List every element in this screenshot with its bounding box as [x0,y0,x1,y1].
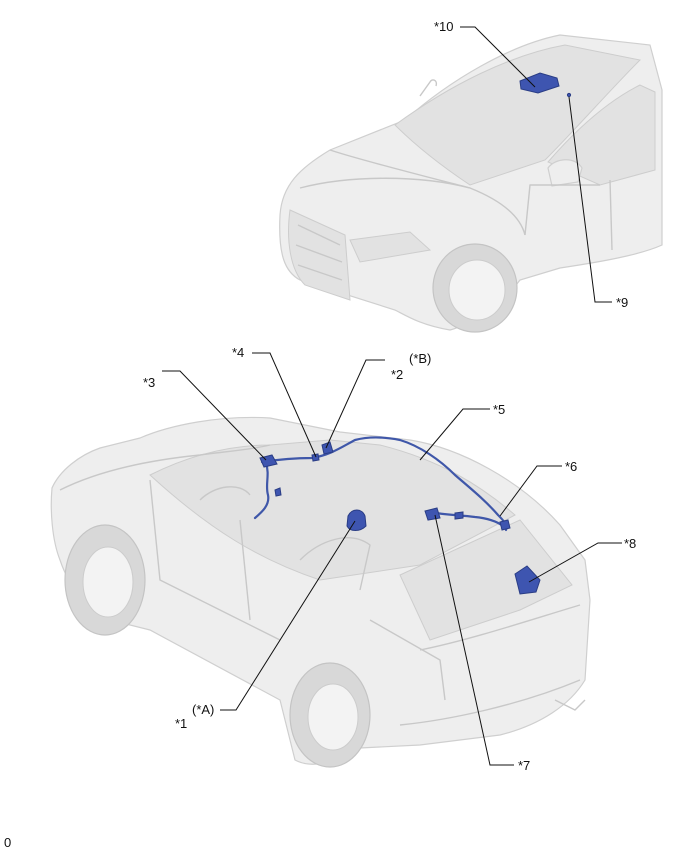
callout-4: *4 [232,345,244,360]
front-view-vehicle [279,34,663,333]
part-2-connector [321,441,334,455]
part-harness-clip-a [274,487,282,497]
part-9-sensor [566,92,572,98]
callout-b: (*B) [409,351,431,366]
leader-4 [252,352,317,458]
callout-2: *2 [391,367,403,382]
callout-6: *6 [565,459,577,474]
leader-lines [162,26,622,766]
callout-10: *10 [434,19,454,34]
callout-9: *9 [616,295,628,310]
callout-8: *8 [624,536,636,551]
harness-rear-branch [428,510,505,528]
part-10-sensor [519,72,560,94]
part-harness-clip-b [454,511,464,520]
part-4-connector [311,453,320,462]
rear-tailgate-glass [399,519,573,641]
front-windshield [394,44,642,186]
leader-1 [220,520,356,711]
callout-3: *3 [143,375,155,390]
part-6-connector [499,519,511,531]
leader-10 [460,26,536,88]
leader-7 [434,514,514,766]
callout-labels: *10 *9 *4 (*B) *2 *3 *5 *6 *8 (*A) *1 *7 [143,19,636,773]
front-side-window [547,84,656,186]
leader-2 [325,359,385,449]
part-8-unit [514,565,541,595]
leader-9 [568,96,612,303]
leader-8 [528,542,622,583]
callout-1: *1 [175,716,187,731]
leader-3 [162,370,267,461]
callout-a: (*A) [192,702,214,717]
front-door-mirror [547,159,583,187]
callout-5: *5 [493,402,505,417]
leader-5 [419,408,490,461]
figure-code: 0 [4,835,11,850]
callout-7: *7 [518,758,530,773]
part-1-unit [346,509,367,531]
harness-left-drop [253,461,270,520]
leader-6 [499,465,562,517]
rear-cabin-glass [149,439,516,581]
part-7-unit [424,507,441,521]
rear-view-vehicle [50,416,591,768]
front-headlamp [349,231,432,263]
